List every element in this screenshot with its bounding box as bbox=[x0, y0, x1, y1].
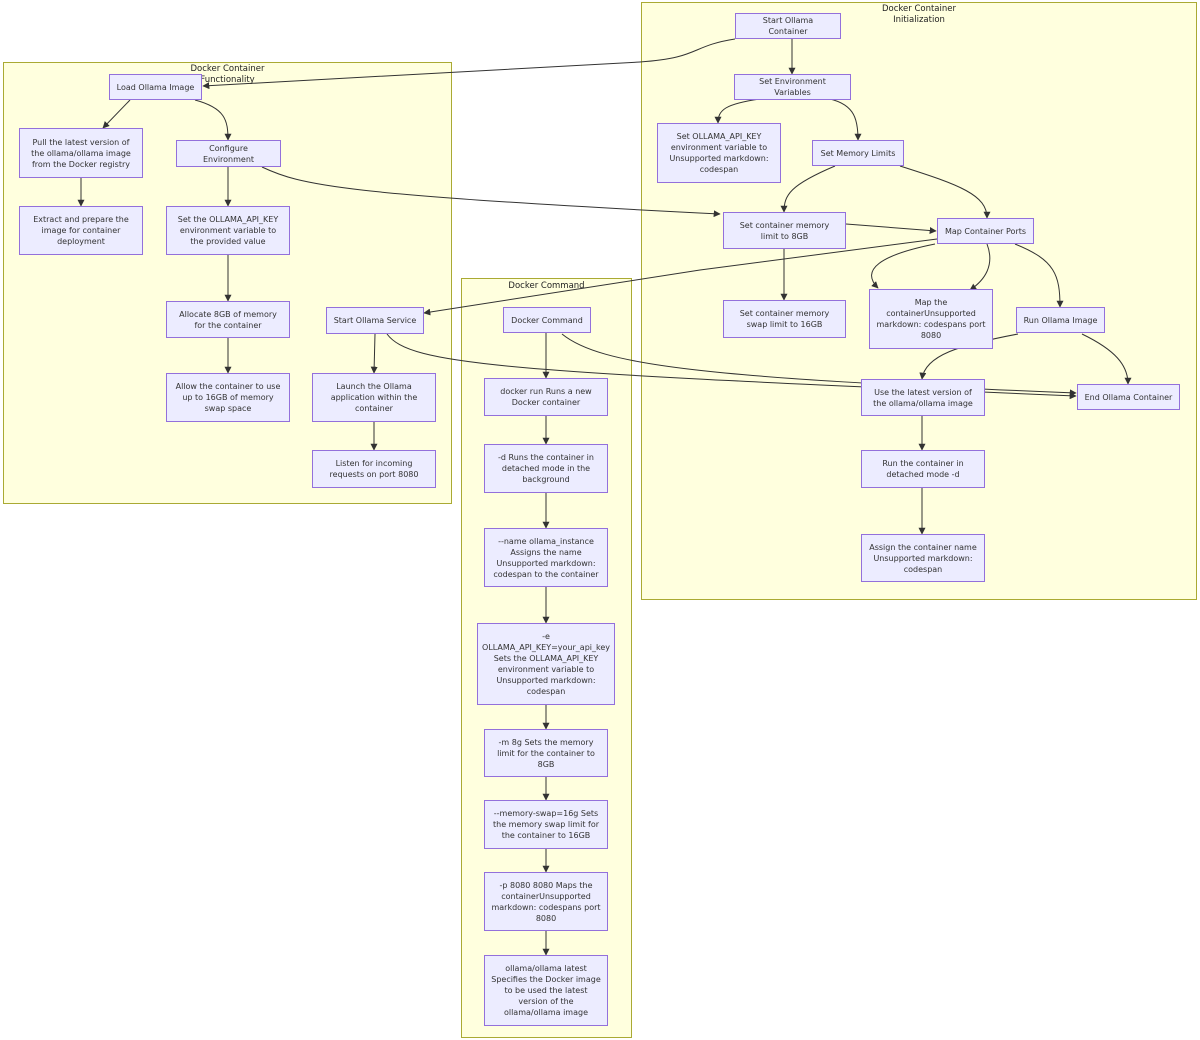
node-flag-memory-swap[interactable]: --memory-swap=16g Sets the memory swap l… bbox=[484, 800, 608, 849]
node-set-environment-variables[interactable]: Set Environment Variables bbox=[734, 74, 851, 100]
node-allow-16gb-swap[interactable]: Allow the container to use up to 16GB of… bbox=[166, 373, 290, 422]
node-load-ollama-image[interactable]: Load Ollama Image bbox=[109, 74, 202, 100]
node-end-ollama-container[interactable]: End Ollama Container bbox=[1077, 384, 1180, 410]
node-launch-ollama-application[interactable]: Launch the Ollama application within the… bbox=[312, 373, 436, 422]
node-flag-d[interactable]: -d Runs the container in detached mode i… bbox=[484, 444, 608, 493]
node-start-ollama-container[interactable]: Start Ollama Container bbox=[735, 13, 841, 39]
node-pull-latest-image[interactable]: Pull the latest version of the ollama/ol… bbox=[19, 128, 143, 178]
node-configure-environment[interactable]: Configure Environment bbox=[176, 140, 281, 167]
node-docker-command[interactable]: Docker Command bbox=[503, 307, 591, 333]
node-extract-prepare-image[interactable]: Extract and prepare the image for contai… bbox=[19, 206, 143, 255]
node-map-container-ports[interactable]: Map Container Ports bbox=[937, 218, 1034, 244]
node-map-container-port-8080[interactable]: Map the containerUnsupported markdown: c… bbox=[869, 289, 993, 349]
node-set-api-key-value[interactable]: Set the OLLAMA_API_KEY environment varia… bbox=[166, 206, 290, 255]
node-flag-p[interactable]: -p 8080 8080 Maps the containerUnsupport… bbox=[484, 872, 608, 931]
node-allocate-8gb-memory[interactable]: Allocate 8GB of memory for the container bbox=[166, 301, 290, 338]
node-set-memory-limits[interactable]: Set Memory Limits bbox=[812, 140, 904, 166]
cluster-title-initialization: Docker Container Initialization bbox=[881, 4, 956, 25]
node-set-memory-limit-8gb[interactable]: Set container memory limit to 8GB bbox=[723, 212, 846, 249]
node-set-swap-limit-16gb[interactable]: Set container memory swap limit to 16GB bbox=[723, 300, 846, 338]
node-set-api-key-markdown[interactable]: Set OLLAMA_API_KEY environment variable … bbox=[657, 123, 781, 183]
node-run-detached-mode[interactable]: Run the container in detached mode -d bbox=[861, 450, 985, 488]
node-flag-name[interactable]: --name ollama_instance Assigns the name … bbox=[484, 528, 608, 587]
node-docker-run[interactable]: docker run Runs a new Docker container bbox=[484, 378, 608, 416]
node-flag-image[interactable]: ollama/ollama latest Specifies the Docke… bbox=[484, 955, 608, 1026]
node-flag-m[interactable]: -m 8g Sets the memory limit for the cont… bbox=[484, 729, 608, 777]
node-flag-e[interactable]: -e OLLAMA_API_KEY=your_api_key Sets the … bbox=[477, 623, 615, 705]
cluster-title-functionality: Docker Container Functionality bbox=[190, 64, 265, 85]
node-listen-port-8080[interactable]: Listen for incoming requests on port 808… bbox=[312, 450, 436, 488]
cluster-title-docker-command: Docker Command bbox=[508, 281, 585, 291]
node-use-latest-version[interactable]: Use the latest version of the ollama/oll… bbox=[861, 379, 985, 416]
node-assign-container-name[interactable]: Assign the container name Unsupported ma… bbox=[861, 534, 985, 582]
node-run-ollama-image[interactable]: Run Ollama Image bbox=[1016, 307, 1105, 333]
node-start-ollama-service[interactable]: Start Ollama Service bbox=[326, 307, 424, 334]
